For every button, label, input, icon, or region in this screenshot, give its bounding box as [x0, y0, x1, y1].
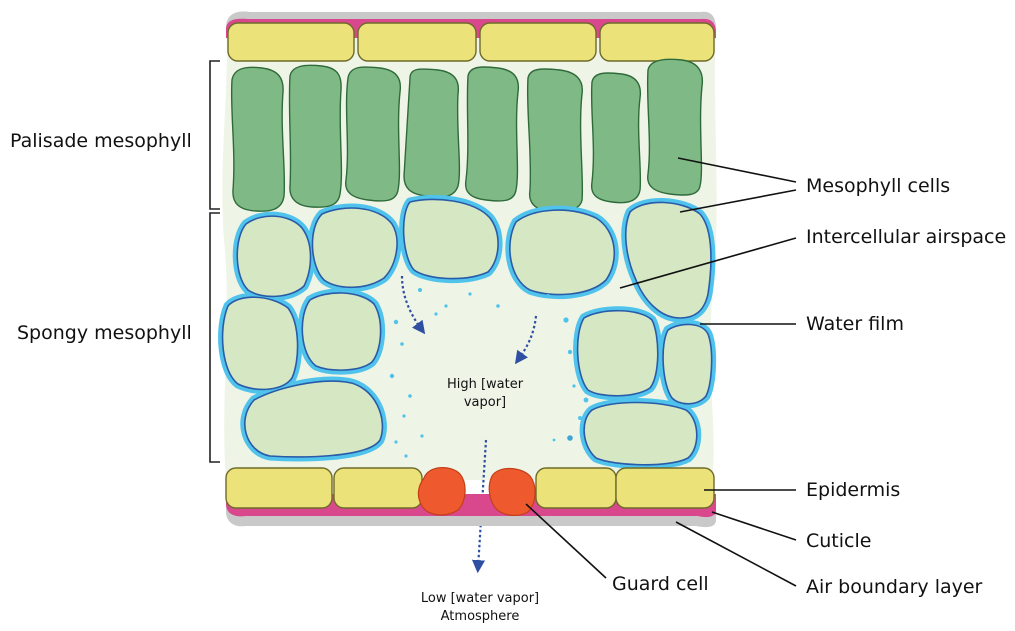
epidermis-cell	[334, 468, 422, 508]
palisade-mesophyll-label: Palisade mesophyll	[10, 130, 192, 152]
low-water-vapor-label: Low [water vapor] Atmosphere	[395, 590, 565, 626]
epidermis-cell	[228, 23, 354, 61]
high-water-vapor-line1: High [water	[420, 376, 550, 394]
epidermis-cell	[616, 468, 714, 508]
epidermis-label: Epidermis	[806, 479, 900, 501]
palisade-cell	[404, 69, 459, 197]
guard-cell-label: Guard cell	[612, 573, 709, 595]
spongy-cell	[584, 403, 697, 465]
epidermis-cell	[600, 23, 714, 61]
low-water-vapor-line1: Low [water vapor]	[395, 590, 565, 608]
guard-cell-left	[418, 468, 465, 515]
spongy-cell	[663, 324, 712, 403]
spongy-cell	[237, 216, 310, 296]
palisade-cell	[466, 67, 519, 201]
epidermis-cell	[480, 23, 596, 61]
palisade-cell	[648, 59, 703, 195]
high-water-vapor-line2: vapor]	[420, 394, 550, 412]
spongy-cell	[578, 311, 658, 396]
intercellular-airspace-label: Intercellular airspace	[806, 226, 1006, 248]
high-water-vapor-label: High [water vapor]	[420, 376, 550, 412]
epidermis-cell	[536, 468, 616, 508]
spongy-cell	[223, 297, 298, 389]
palisade-cell	[232, 67, 285, 211]
low-water-vapor-line2: Atmosphere	[395, 608, 565, 626]
palisade-cell	[592, 73, 641, 203]
palisade-cell	[289, 65, 341, 207]
palisade-bracket	[210, 61, 220, 209]
upper-epidermis	[228, 23, 714, 61]
water-film-label: Water film	[806, 313, 904, 335]
spongy-cell	[510, 210, 614, 294]
air-boundary-layer-label: Air boundary layer	[806, 576, 982, 598]
cuticle-label: Cuticle	[806, 530, 871, 552]
guard-cell-right	[489, 469, 535, 516]
spongy-cell	[312, 208, 397, 287]
spongy-cell	[302, 293, 380, 370]
spongy-mesophyll-label: Spongy mesophyll	[17, 322, 192, 344]
layer-brackets	[210, 61, 220, 462]
epidermis-cell	[358, 23, 476, 61]
palisade-cell	[528, 69, 583, 211]
mesophyll-cells-label: Mesophyll cells	[806, 175, 950, 197]
epidermis-cell	[226, 468, 332, 508]
palisade-cell	[346, 67, 401, 201]
